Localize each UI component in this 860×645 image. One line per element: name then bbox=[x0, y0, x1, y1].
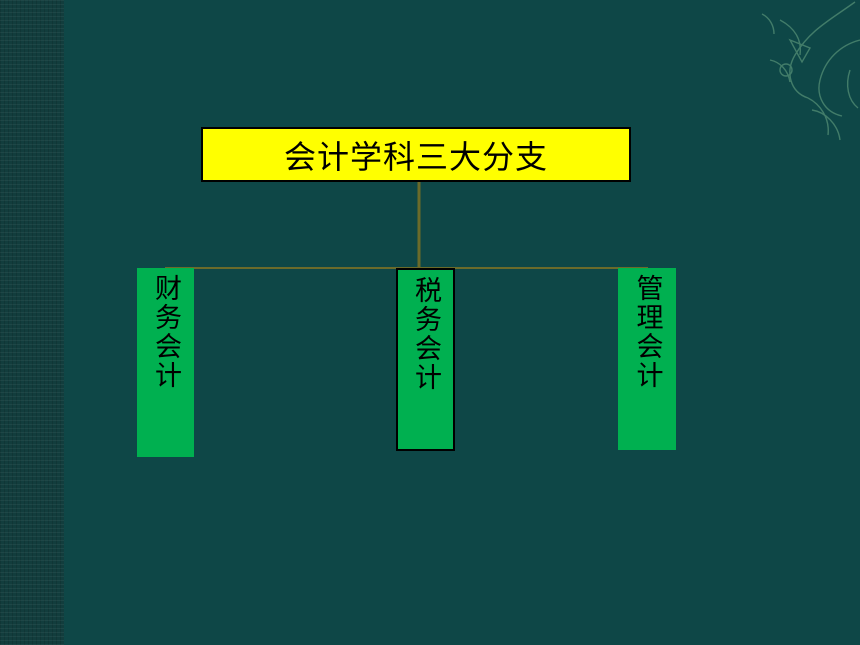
branch-label: 管理会计 bbox=[631, 274, 663, 390]
title-box: 会计学科三大分支 bbox=[201, 127, 631, 182]
decorative-ornament-icon bbox=[761, 1, 860, 141]
textured-side-strip bbox=[0, 0, 64, 645]
branch-label: 财务会计 bbox=[150, 274, 181, 390]
branch-label: 税务会计 bbox=[410, 276, 441, 392]
branch-tax-accounting: 税务会计 bbox=[396, 268, 455, 451]
branch-financial-accounting: 财务会计 bbox=[137, 268, 194, 457]
diagram-title: 会计学科三大分支 bbox=[283, 137, 548, 176]
branch-management-accounting: 管理会计 bbox=[618, 268, 676, 450]
